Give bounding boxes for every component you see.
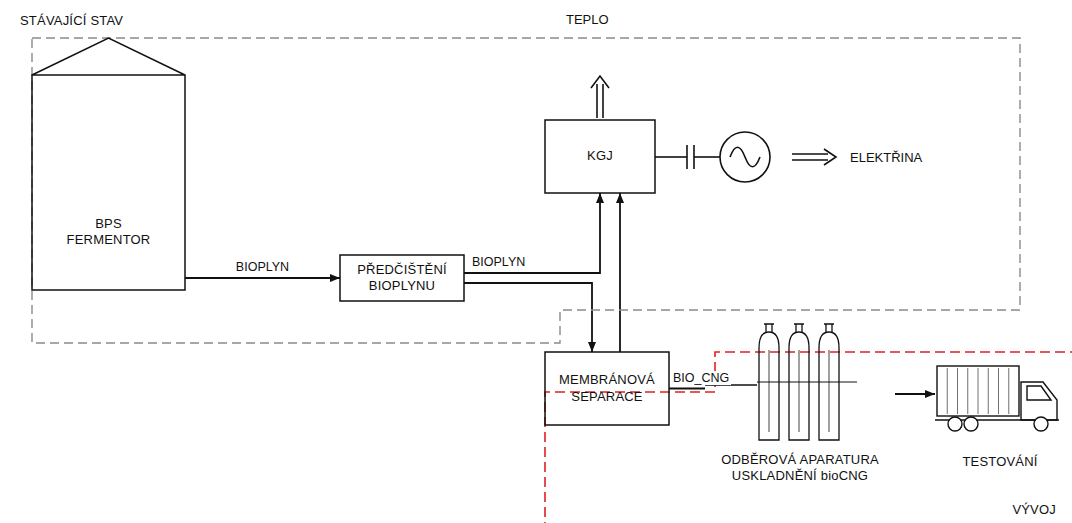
pipe-connector xyxy=(464,283,592,352)
pipe-connector xyxy=(669,388,705,390)
node-label: STÁVAJÍCÍ STAV xyxy=(20,13,123,29)
outline-shape xyxy=(32,38,1020,343)
outline-shape xyxy=(545,352,669,425)
pipe-connector xyxy=(619,193,621,352)
pipe-connector xyxy=(464,193,600,273)
node-label: TESTOVÁNÍ xyxy=(962,454,1037,470)
electricity-arrow xyxy=(792,149,836,165)
flow-label: TEPLO xyxy=(566,12,609,27)
node-label: PŘEDČIŠTĚNÍ BIOPLYNU xyxy=(340,262,464,295)
pipe-connector xyxy=(895,393,935,395)
generator-symbol xyxy=(720,132,770,182)
process-box: KGJ xyxy=(545,120,655,193)
pipe-connector xyxy=(185,277,340,279)
edge-label: BIOPLYN xyxy=(470,255,527,269)
outline-shape xyxy=(935,366,1059,431)
edge-label: BIOPLYN xyxy=(234,260,291,274)
node-outline xyxy=(32,38,185,290)
outline-shape xyxy=(32,38,185,290)
process-box: MEMBRÁNOVÁ SEPARACE xyxy=(545,352,669,425)
node-outline xyxy=(525,300,1072,523)
flow-label: ELEKTŘINA xyxy=(850,150,922,165)
outline-shape xyxy=(545,120,655,193)
node-label: ODBĚROVÁ APARATURA USKLADNĚNÍ bioCNG xyxy=(705,452,895,485)
node-label: VÝVOJ xyxy=(1012,502,1056,518)
node-label: MEMBRÁNOVÁ SEPARACE xyxy=(545,372,669,405)
process-box: TESTOVÁNÍ xyxy=(935,362,1065,474)
outline-shape xyxy=(340,255,464,301)
heat-arrow xyxy=(591,76,609,118)
node-label: KGJ xyxy=(587,148,613,164)
region-frame: MEMBRÁNOVÁ SEPARACE ODBĚROVÁ APARATURA US… xyxy=(525,300,1072,523)
process-box: ODBĚROVÁ APARATURA USKLADNĚNÍ bioCNG xyxy=(705,320,895,500)
process-box: BPS FERMENTOR xyxy=(32,38,185,290)
capacitor-symbol xyxy=(655,145,720,169)
node-label: BPS FERMENTOR xyxy=(63,216,155,249)
edge-label: BIO_CNG xyxy=(671,371,731,385)
process-box: PŘEDČIŠTĚNÍ BIOPLYNU xyxy=(340,255,464,301)
